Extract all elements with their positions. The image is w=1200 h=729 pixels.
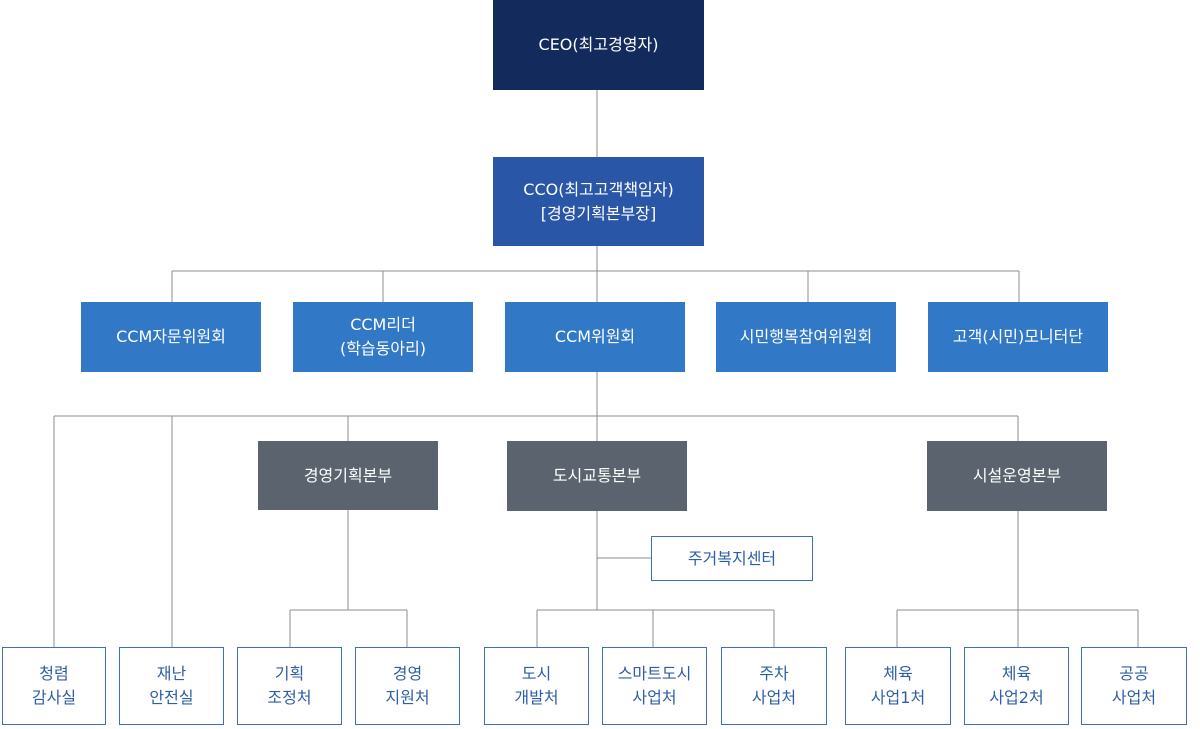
smart-city-dept-label-line2: 사업처 [632, 688, 677, 707]
cco-box: CCO(최고고객책임자) [경영기획본부장] [493, 157, 704, 246]
safety-office-box: 재난 안전실 [119, 647, 224, 725]
ccm-leader-label-line2: (학습동아리) [339, 339, 427, 358]
support-dept-label-line2: 지원처 [385, 688, 430, 707]
public-business-dept-label-line2: 사업처 [1111, 688, 1157, 707]
facility-division-box: 시설운영본부 [927, 441, 1107, 511]
ceo-box: CEO(최고경영자) [493, 0, 704, 90]
audit-office-box: 청렴 감사실 [2, 647, 106, 725]
transport-division-box: 도시교통본부 [507, 441, 687, 511]
ccm-leader-label-line1: CCM리더 [350, 315, 416, 334]
cco-label-line2: [경영기획본부장] [540, 203, 657, 223]
support-dept-label-line1: 경영 [392, 664, 423, 683]
planning-dept-label-line1: 기획 [274, 664, 305, 683]
sports2-dept-box: 체육 사업2처 [964, 647, 1069, 725]
ccm-advisory-committee-label: CCM자문위원회 [116, 327, 226, 346]
parking-dept-label-line1: 주차 [759, 664, 789, 683]
planning-dept-box: 기획 조정처 [237, 647, 342, 725]
citizen-participation-committee-label: 시민행복참여위원회 [739, 327, 873, 346]
public-business-dept-box: 공공 사업처 [1081, 647, 1187, 725]
urban-development-dept-label-line1: 도시 [521, 664, 552, 683]
customer-monitor-group-box: 고객(시민)모니터단 [928, 302, 1108, 372]
planning-dept-label-line2: 조정처 [267, 688, 312, 707]
parking-dept-label-line2: 사업처 [751, 688, 797, 707]
urban-development-dept-box: 도시 개발처 [484, 647, 589, 725]
smart-city-dept-box: 스마트도시 사업처 [602, 647, 707, 725]
sports2-dept-label-line1: 체육 [1001, 664, 1032, 683]
parking-dept-box: 주차 사업처 [721, 647, 827, 725]
housing-welfare-center-label: 주거복지센터 [687, 548, 777, 568]
facility-division-label: 시설운영본부 [972, 466, 1062, 485]
management-division-box: 경영기획본부 [258, 441, 438, 510]
ccm-committee-box: CCM위원회 [505, 302, 685, 372]
citizen-participation-committee-box: 시민행복참여위원회 [716, 302, 896, 372]
ccm-advisory-committee-box: CCM자문위원회 [81, 302, 261, 372]
sports1-dept-label-line2: 사업1처 [870, 688, 926, 707]
housing-welfare-center-box: 주거복지센터 [651, 536, 813, 581]
sports2-dept-label-line2: 사업2처 [989, 688, 1044, 707]
sports1-dept-label-line1: 체육 [883, 664, 913, 683]
ccm-committee-label: CCM위원회 [554, 327, 636, 346]
smart-city-dept-label-line1: 스마트도시 [617, 664, 692, 683]
transport-division-label: 도시교통본부 [552, 466, 642, 485]
support-dept-box: 경영 지원처 [355, 647, 460, 725]
urban-development-dept-label-line2: 개발처 [514, 688, 559, 707]
audit-office-label-line1: 청렴 [39, 664, 69, 683]
audit-office-label-line2: 감사실 [31, 688, 77, 707]
sports1-dept-box: 체육 사업1처 [845, 647, 951, 725]
management-division-label: 경영기획본부 [303, 465, 393, 485]
safety-office-label-line2: 안전실 [149, 688, 194, 707]
customer-monitor-group-label: 고객(시민)모니터단 [952, 327, 1084, 346]
safety-office-label-line1: 재난 [156, 664, 187, 683]
cco-label-line1: CCO(최고고객책임자) [523, 179, 674, 199]
ccm-leader-box: CCM리더 (학습동아리) [293, 302, 473, 372]
public-business-dept-label-line1: 공공 [1119, 664, 1149, 683]
ceo-label: CEO(최고경영자) [538, 35, 659, 54]
